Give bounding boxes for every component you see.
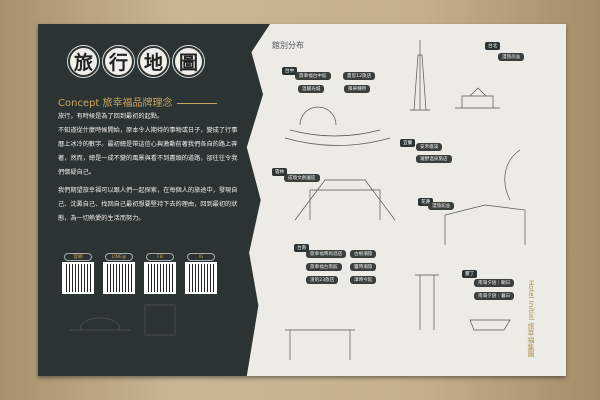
car-sketch (70, 317, 130, 331)
city-label-yilan: 宜蘭 (400, 139, 416, 147)
concept-en: Concept (58, 98, 100, 109)
sunset-lake-icon (284, 106, 391, 146)
qr-ig: IG (185, 253, 217, 294)
qr-label: LINE@ (105, 253, 133, 261)
concept-zh: 旅幸福品牌理念 (102, 98, 173, 109)
paragraph: 我們期望旅幸福可以跟人們一起探索，在每個人的旅途中，發現自己、沈澱自己、找回自己… (58, 187, 238, 222)
title-char: 圖 (172, 45, 205, 78)
title-char: 地 (137, 45, 170, 78)
hotel-tag[interactable]: 旅幸福台中館 (295, 72, 331, 80)
hotel-initial-logo: Hotel Initial 旅幸福集團 (527, 280, 535, 358)
qr-code (103, 262, 135, 294)
hotel-tag[interactable]: 安禾礁溪 (416, 143, 443, 151)
qr-code (185, 262, 217, 294)
hotel-tag[interactable]: 南灣夕語｜朝日 (474, 279, 515, 287)
bridge-icon (294, 179, 396, 221)
city-label-taipei: 台北 (485, 42, 501, 50)
hotel-tag[interactable]: 南灣夕語｜暮日 (474, 292, 515, 300)
qr-line: LINE@ (103, 253, 135, 294)
poster-title: 旅 行 地 圖 (67, 45, 205, 78)
hotel-tag[interactable]: 瀧野溫泉旅店 (416, 155, 452, 163)
qr-code (62, 262, 94, 294)
title-char: 行 (102, 45, 135, 78)
concept-heading: Concept 旅幸福品牌理念 (58, 94, 217, 109)
hualien-building-icon (444, 204, 526, 245)
title-char: 旅 (67, 45, 100, 78)
temple-icon (285, 329, 355, 360)
memorial-hall-icon (455, 87, 500, 109)
qr-label: 官網 (64, 253, 92, 261)
dark-panel (38, 24, 270, 376)
hotel-tag[interactable]: 夏思12旅店 (343, 72, 376, 80)
hotel-tag[interactable]: 靈時潮旅 (350, 263, 377, 271)
hotel-tag[interactable]: 古根潮旅 (350, 250, 377, 258)
section-title: 館別分布 (272, 41, 304, 50)
qr-website: 官網 (62, 253, 94, 294)
qr-label: FB (146, 253, 174, 261)
hotel-tag[interactable]: 旅幸福時尚酒店 (306, 250, 347, 258)
waterfall-icon (504, 149, 521, 201)
qr-code (144, 262, 176, 294)
hotel-tag[interactable]: 成境文創園區 (284, 174, 320, 182)
hotel-tag[interactable]: 澤時今館 (350, 276, 377, 284)
ship-icon (469, 319, 511, 331)
qr-label: IG (187, 253, 215, 261)
hotel-tag[interactable]: 漫旅館舍 (428, 202, 455, 210)
city-label-tainan: 台南 (294, 244, 310, 252)
hotel-tag[interactable]: 漫旅房舍 (498, 53, 525, 61)
paragraph: 旅行，有時候是為了回到最初的起點。 (58, 113, 164, 120)
hotel-tag[interactable]: 渣的23旅店 (306, 276, 339, 284)
lighthouse-icon (415, 274, 439, 330)
hotel-tag[interactable]: 溫閣光城 (298, 85, 325, 93)
building-sketch (144, 304, 176, 336)
city-label-taichung: 台中 (282, 67, 298, 75)
hotel-tag[interactable]: 風華驛所 (344, 85, 371, 93)
city-label-kenting: 墾丁 (462, 270, 478, 278)
hotel-tag[interactable]: 旅幸福台南館 (306, 263, 342, 271)
taipei101-icon (410, 40, 430, 111)
paragraph: 不知道從什麼時候開始，原本令人期待的事物或日子，變成了行事曆上冰冷的數字。最初總… (58, 127, 238, 176)
qr-codes: 官網 LINE@ FB IG (62, 253, 217, 294)
city-label-hualien: 花蓮 (418, 198, 434, 206)
qr-fb: FB (144, 253, 176, 294)
city-label-yunlin: 雲林 (272, 168, 288, 176)
